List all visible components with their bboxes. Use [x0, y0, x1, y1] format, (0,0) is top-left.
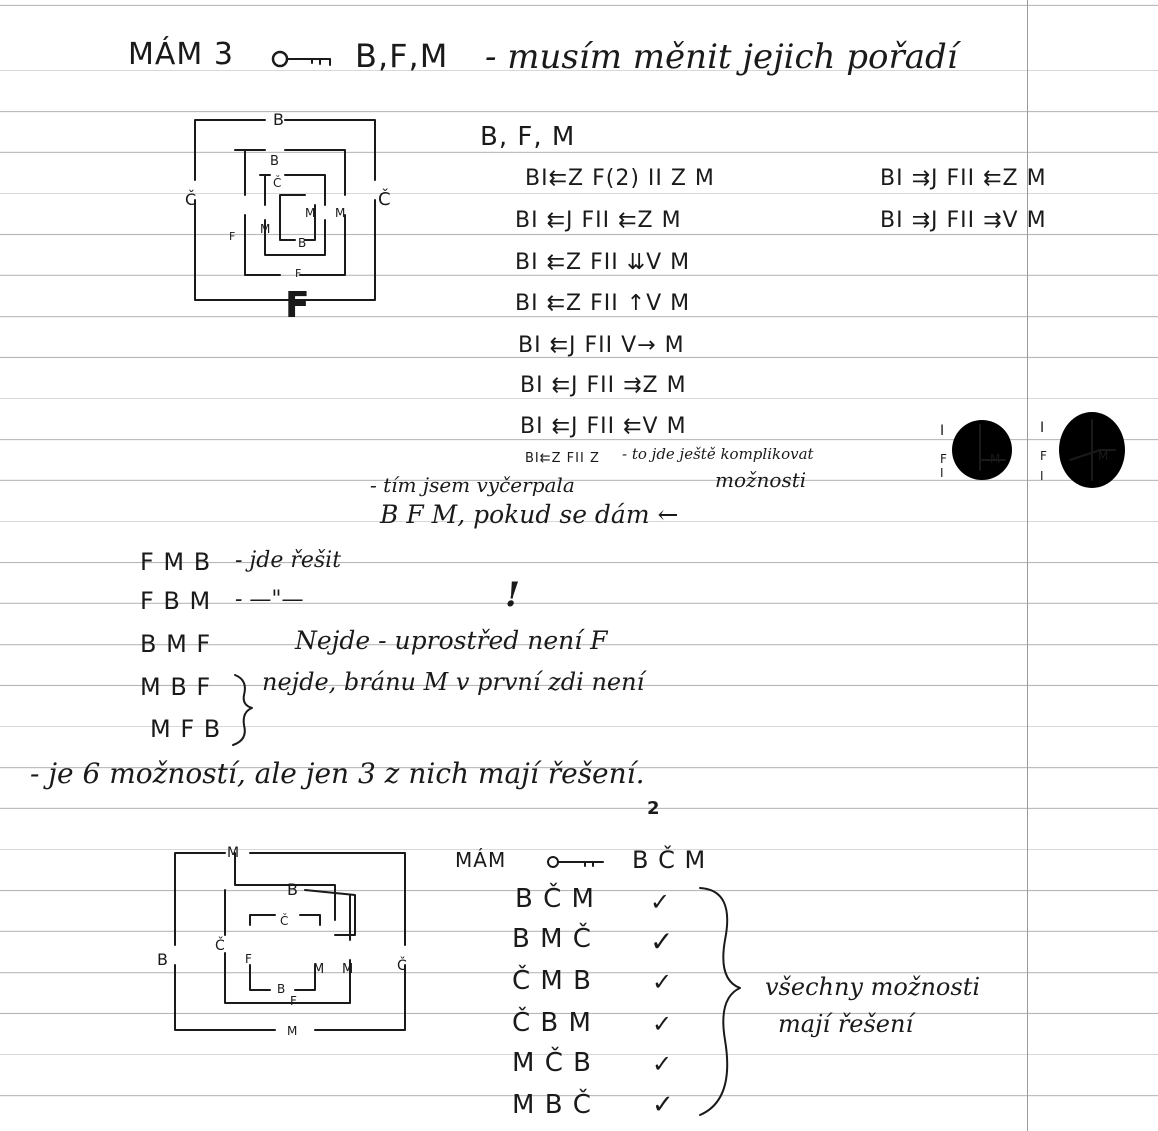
- sequence-left-5: BI ⇇J FII V→ M: [518, 333, 685, 358]
- maze2-wall-2: [224, 852, 351, 1004]
- svg-text:M: M: [1098, 449, 1108, 463]
- maze2-m-inner2: M: [342, 962, 353, 977]
- order-brace: [232, 674, 253, 746]
- check-order-5: M Č B: [512, 1048, 592, 1078]
- complication-note: - to jde ještě komplikovat: [622, 445, 814, 463]
- order-2-note: - —"—: [235, 587, 304, 612]
- heading-prefix: MÁM 3: [128, 37, 234, 72]
- margin-line: [1027, 0, 1028, 1131]
- order-4: M B F: [140, 673, 212, 701]
- svg-text:F: F: [940, 452, 947, 466]
- maze1-label-m3: M: [260, 222, 270, 236]
- sequence-title: B, F, M: [480, 122, 576, 152]
- maze1-wall-2: [234, 149, 346, 276]
- maze2-wall-3: [249, 914, 321, 926]
- maze1-label-f-big: F: [285, 285, 310, 326]
- maze2-wall-b: [304, 889, 356, 936]
- maze2-key-icon: [547, 856, 604, 868]
- sequence-right-1: BI ⇉J FII ⇇Z M: [880, 166, 1047, 191]
- checklist-brace: [699, 887, 741, 1116]
- order-3-note: Nejde - uprostřed není F: [295, 626, 608, 655]
- maze1-label-c-right: Č: [378, 188, 391, 210]
- maze-diagram-1: B Č Č B Č M M M F B F F: [185, 110, 391, 326]
- maze2-keys: B Č M: [632, 846, 707, 874]
- order-4-note: nejde, bránu M v první zdi není: [262, 668, 645, 696]
- sequence-left-6: BI ⇇J FII ⇉Z M: [520, 373, 687, 398]
- sequence-left-7: BI ⇇J FII ⇇V M: [520, 414, 687, 439]
- maze1-label-c-inner: Č: [273, 175, 281, 190]
- maze1-wall-3: [259, 174, 326, 256]
- maze2-m-bottom: M: [287, 1024, 297, 1038]
- check-mark-5: ✓: [652, 1050, 673, 1078]
- check-mark-2: ✓: [650, 925, 674, 958]
- heading-keys: B,F,M: [355, 37, 449, 75]
- svg-text:I: I: [940, 423, 944, 439]
- maze1-label-f-inner: F: [295, 267, 301, 280]
- exhausted-note: - tím jsem vyčerpala: [370, 473, 575, 497]
- svg-text:F: F: [1040, 449, 1047, 463]
- svg-text:I: I: [1040, 469, 1044, 483]
- check-order-4: Č B M: [512, 1008, 592, 1038]
- possibilities-word: možnosti: [715, 468, 807, 492]
- order-3: B M F: [140, 630, 212, 658]
- exclamation-mark: !: [505, 575, 520, 615]
- maze1-wall-inner: [279, 194, 316, 241]
- check-mark-1: ✓: [650, 888, 671, 916]
- order-5: M F B: [150, 715, 222, 743]
- maze2-m-inner1: M: [313, 962, 324, 977]
- reverse-line: B F M, pokud se dám ←: [380, 500, 679, 529]
- maze-diagram-2: M B Č Č B F M M B Č F M: [157, 845, 407, 1038]
- maze2-b-inner: B: [287, 880, 298, 899]
- check-order-1: B Č M: [515, 884, 595, 914]
- check-mark-4: ✓: [652, 1010, 673, 1038]
- summary-correction: 2: [647, 798, 661, 819]
- sequence-left-2: BI ⇇J FII ⇇Z M: [515, 208, 682, 233]
- check-order-2: B M Č: [512, 924, 592, 954]
- order-1-note: - jde řešit: [235, 548, 342, 573]
- maze2-c-inner: Č: [280, 913, 288, 928]
- check-order-3: Č M B: [512, 966, 592, 996]
- svg-text:M: M: [990, 452, 1000, 466]
- all-solutions-line-2: mají řešení: [778, 1010, 914, 1038]
- maze1-outer-wall: [194, 119, 376, 301]
- sequence-left-4: BI ⇇Z FII ↑V M: [515, 291, 691, 316]
- maze1-label-c-left: Č: [185, 190, 196, 209]
- key-icon: [271, 50, 331, 68]
- maze1-label-b-inner: B: [270, 154, 279, 169]
- svg-text:I: I: [1040, 420, 1044, 436]
- order-2: F B M: [140, 587, 212, 615]
- all-solutions-line-1: všechny možnosti: [765, 973, 981, 1001]
- maze2-b-outer: B: [157, 950, 168, 969]
- maze2-wall-inner: [249, 964, 316, 991]
- maze2-title: MÁM: [455, 848, 507, 872]
- sequence-left-3: BI ⇇Z FII ⇊V M: [515, 250, 691, 275]
- check-mark-3: ✓: [652, 968, 673, 996]
- summary-line: - je 6 možností, ale jen 3 z nich mají ř…: [30, 757, 645, 790]
- maze1-label-m1: M: [305, 206, 315, 220]
- maze1-label-b-small: B: [298, 236, 306, 250]
- sequence-right-2: BI ⇉J FII ⇉V M: [880, 208, 1047, 233]
- sequence-left-1: BI⇇Z F(2) II Z M: [525, 166, 715, 191]
- svg-text:I: I: [940, 466, 944, 480]
- maze2-f-inner: F: [245, 952, 252, 966]
- maze2-c-left: Č: [215, 936, 225, 954]
- maze1-label-f-small: F: [229, 230, 235, 243]
- maze1-label-m2: M: [335, 206, 345, 220]
- order-1: F M B: [140, 548, 212, 576]
- check-mark-6: ✓: [652, 1090, 674, 1120]
- maze2-f-bottom: F: [290, 994, 297, 1008]
- sequence-left-8: BI⇇Z FII Z: [525, 451, 600, 466]
- complication-diagram-1: I F I M: [940, 420, 1012, 480]
- heading-text: - musím měnit jejich pořadí: [485, 37, 958, 77]
- complication-diagram-2: I F I M: [1040, 412, 1125, 488]
- maze2-b-small: B: [277, 982, 285, 996]
- maze2-m-top: M: [227, 845, 239, 861]
- maze2-outer-wall: [174, 852, 406, 1031]
- maze2-c-right: Č: [397, 956, 407, 974]
- maze1-label-b-top: B: [273, 110, 284, 129]
- check-order-6: M B Č: [512, 1090, 592, 1120]
